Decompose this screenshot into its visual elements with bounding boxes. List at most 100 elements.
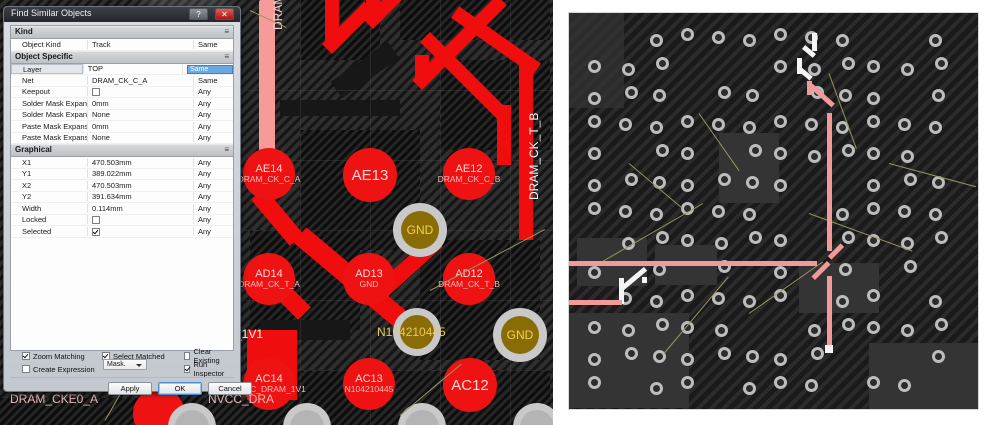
overview-pad[interactable] bbox=[681, 179, 694, 192]
overview-pad[interactable] bbox=[588, 115, 601, 128]
section-header-graphical[interactable]: Graphical ≡ bbox=[11, 144, 233, 157]
overview-pad[interactable] bbox=[743, 382, 756, 395]
property-match[interactable]: Any bbox=[193, 110, 233, 120]
property-match[interactable]: Any bbox=[193, 121, 233, 131]
overview-pad[interactable] bbox=[653, 89, 666, 102]
pad-AE13[interactable]: AE13 bbox=[343, 148, 397, 202]
overview-pad[interactable] bbox=[718, 86, 731, 99]
overview-pad[interactable] bbox=[619, 118, 632, 131]
property-value-checkbox[interactable] bbox=[87, 226, 193, 236]
overview-pad[interactable] bbox=[932, 176, 945, 189]
overview-pad[interactable] bbox=[774, 234, 787, 247]
overview-pad[interactable] bbox=[867, 60, 880, 73]
overview-pad[interactable] bbox=[746, 350, 759, 363]
selected-checkbox[interactable] bbox=[92, 227, 100, 236]
overview-pad[interactable] bbox=[650, 34, 663, 47]
property-row-x2[interactable]: X2 470.503mm Any bbox=[11, 180, 233, 192]
via-generic[interactable] bbox=[168, 403, 216, 425]
overview-pad[interactable] bbox=[749, 231, 762, 244]
property-value[interactable]: 391.634mm bbox=[87, 192, 193, 202]
property-row-layer[interactable]: Layer TOP Same bbox=[11, 63, 233, 75]
overview-pad[interactable] bbox=[808, 63, 821, 76]
overview-pad[interactable] bbox=[867, 202, 880, 215]
property-row-solder-mask-expansion-mode[interactable]: Solder Mask Expansion M None Any bbox=[11, 110, 233, 121]
overview-pad[interactable] bbox=[712, 118, 725, 131]
property-match[interactable]: Any bbox=[193, 87, 233, 97]
overview-pad[interactable] bbox=[836, 208, 849, 221]
overview-pad[interactable] bbox=[712, 292, 725, 305]
highlighted-net-segment[interactable] bbox=[569, 300, 622, 305]
highlighted-track-segment[interactable] bbox=[259, 0, 275, 182]
overview-pad[interactable] bbox=[743, 34, 756, 47]
collapse-icon[interactable]: ≡ bbox=[224, 27, 229, 36]
overview-pad[interactable] bbox=[932, 89, 945, 102]
via-n104210445[interactable] bbox=[393, 308, 441, 356]
overview-pad[interactable] bbox=[836, 34, 849, 47]
overview-pad[interactable] bbox=[898, 205, 911, 218]
via-generic[interactable] bbox=[283, 403, 331, 425]
overview-pad[interactable] bbox=[839, 89, 852, 102]
overview-pad[interactable] bbox=[588, 147, 601, 160]
overview-pad[interactable] bbox=[749, 144, 762, 157]
overview-pad[interactable] bbox=[625, 86, 638, 99]
overview-pad[interactable] bbox=[842, 144, 855, 157]
section-header-kind[interactable]: Kind ≡ bbox=[11, 26, 233, 39]
overview-pad[interactable] bbox=[681, 353, 694, 366]
overview-pad[interactable] bbox=[718, 173, 731, 186]
overview-pad[interactable] bbox=[808, 150, 821, 163]
overview-pad[interactable] bbox=[715, 324, 728, 337]
overview-pad[interactable] bbox=[867, 92, 880, 105]
property-value[interactable]: 0.114mm bbox=[87, 203, 193, 213]
overview-pad[interactable] bbox=[681, 376, 694, 389]
overview-pad[interactable] bbox=[681, 115, 694, 128]
ok-button[interactable]: OK bbox=[158, 382, 202, 395]
property-row-selected[interactable]: Selected Any bbox=[11, 226, 233, 238]
via-generic[interactable] bbox=[513, 403, 553, 425]
selected-net-segment[interactable] bbox=[642, 277, 647, 283]
overview-pad[interactable] bbox=[774, 115, 787, 128]
property-match[interactable]: Any bbox=[193, 215, 233, 225]
property-row-net[interactable]: Net DRAM_CK_C_A Same bbox=[11, 75, 233, 87]
overview-pad[interactable] bbox=[746, 176, 759, 189]
property-row-keepout[interactable]: Keepout Any bbox=[11, 87, 233, 98]
overview-pad[interactable] bbox=[904, 173, 917, 186]
clear-existing-option[interactable]: Clear Existing bbox=[184, 347, 228, 365]
overview-pad[interactable] bbox=[867, 115, 880, 128]
overview-pad[interactable] bbox=[932, 350, 945, 363]
highlighted-net-segment[interactable] bbox=[827, 113, 832, 251]
property-value[interactable]: 470.503mm bbox=[87, 180, 193, 190]
selected-net-segment[interactable] bbox=[812, 33, 817, 51]
property-value-checkbox[interactable] bbox=[87, 87, 193, 97]
overview-pad[interactable] bbox=[650, 208, 663, 221]
overview-pad[interactable] bbox=[588, 60, 601, 73]
overview-pad[interactable] bbox=[681, 28, 694, 41]
overview-pad[interactable] bbox=[653, 350, 666, 363]
overview-pad[interactable] bbox=[867, 179, 880, 192]
overview-pad[interactable] bbox=[836, 295, 849, 308]
overview-pad[interactable] bbox=[588, 92, 601, 105]
help-icon[interactable]: ? bbox=[189, 8, 208, 20]
property-match[interactable]: Same bbox=[193, 75, 233, 85]
mask-mode-dropdown[interactable]: Mask. bbox=[103, 359, 147, 370]
overview-pad[interactable] bbox=[650, 121, 663, 134]
clear-existing-checkbox[interactable] bbox=[184, 352, 191, 360]
overview-pad[interactable] bbox=[681, 289, 694, 302]
collapse-icon[interactable]: ≡ bbox=[224, 51, 229, 61]
create-expression-option[interactable]: Create Expression bbox=[22, 365, 95, 374]
zoom-matching-checkbox[interactable] bbox=[22, 352, 30, 360]
overview-pad[interactable] bbox=[774, 179, 787, 192]
overview-pad[interactable] bbox=[588, 266, 601, 279]
overview-pad[interactable] bbox=[774, 28, 787, 41]
overview-pad[interactable] bbox=[774, 60, 787, 73]
run-inspector-checkbox[interactable] bbox=[184, 365, 191, 373]
property-row-paste-mask-expansion[interactable]: Paste Mask Expansion 0mm Any bbox=[11, 121, 233, 133]
property-value[interactable]: Track bbox=[87, 39, 193, 49]
property-value[interactable]: None bbox=[87, 133, 193, 143]
overview-pad[interactable] bbox=[774, 353, 787, 366]
close-icon[interactable]: ✕ bbox=[215, 8, 234, 20]
property-value[interactable]: 470.503mm bbox=[87, 157, 193, 167]
property-row-locked[interactable]: Locked Any bbox=[11, 215, 233, 226]
selected-net-segment[interactable] bbox=[619, 278, 624, 304]
overview-pad[interactable] bbox=[588, 179, 601, 192]
overview-pad[interactable] bbox=[901, 324, 914, 337]
